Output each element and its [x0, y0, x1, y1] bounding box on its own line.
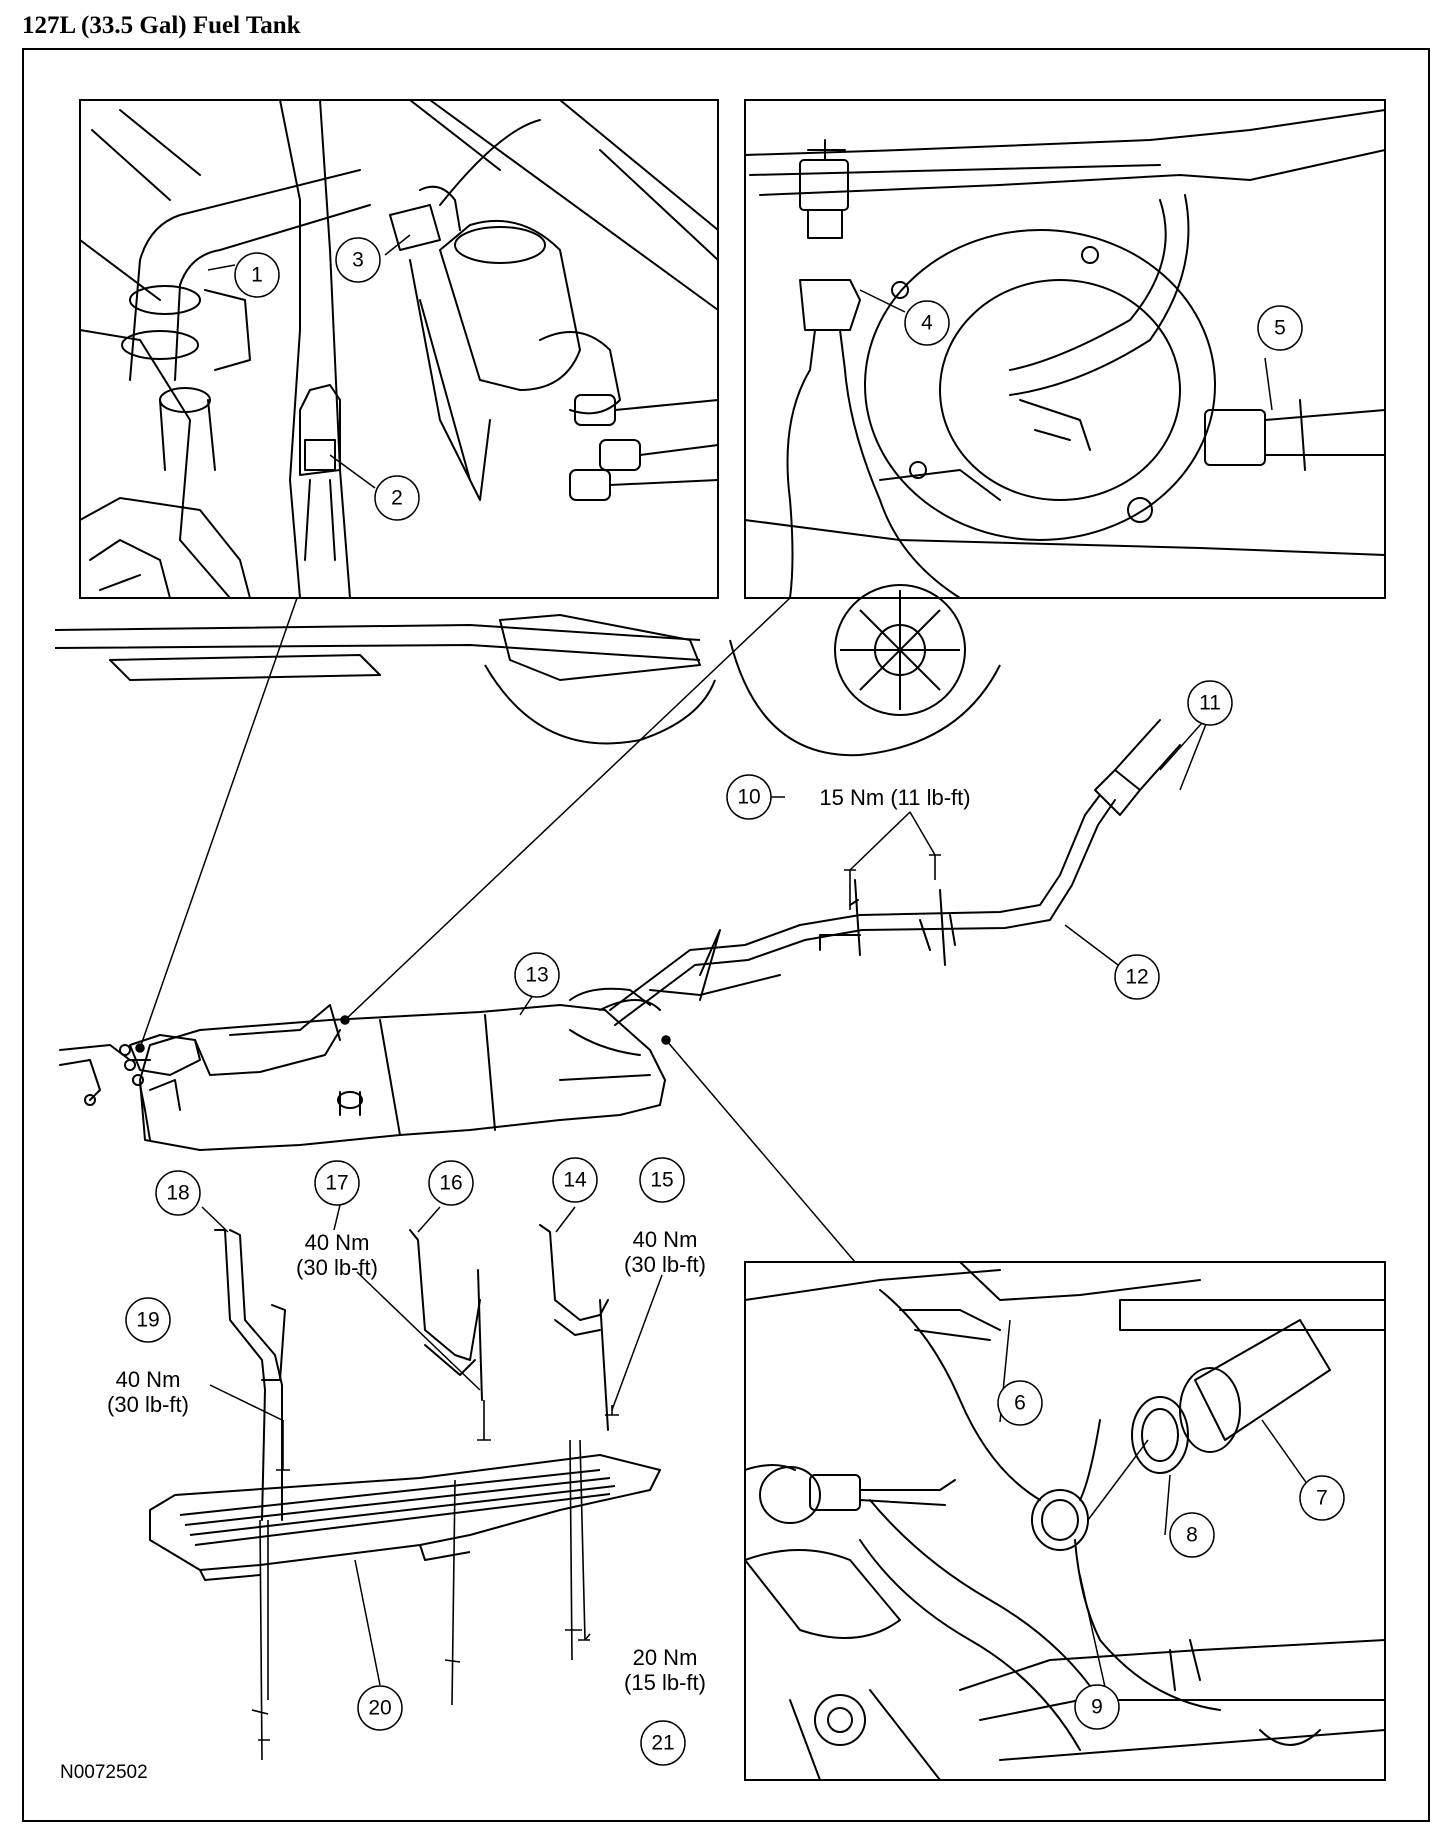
- callout-10: 10: [737, 786, 760, 809]
- callout-12: 12: [1125, 966, 1148, 989]
- callout-17: 17: [325, 1172, 348, 1195]
- fuel-tank: [59, 987, 666, 1151]
- callout-5: 5: [1274, 317, 1286, 340]
- callout-1: 1: [251, 264, 263, 287]
- callout-13: 13: [525, 964, 548, 987]
- callout-3: 3: [352, 249, 364, 272]
- callouts: [125, 237, 1345, 1766]
- page-title: 127L (33.5 Gal) Fuel Tank: [22, 12, 301, 39]
- torque-label-17-nm: 40 Nm: [305, 1230, 370, 1255]
- skid-plate: [149, 1454, 661, 1581]
- callout-7: 7: [1316, 1487, 1328, 1510]
- inset-top-right: [744, 99, 1386, 599]
- torque-label-19-lbft: (30 lb-ft): [107, 1392, 189, 1417]
- callout-8: 8: [1186, 1524, 1198, 1547]
- inset-top-left: [79, 99, 719, 599]
- callout-19: 19: [136, 1309, 159, 1332]
- figure-id: N0072502: [60, 1762, 148, 1783]
- torque-label-21-nm: 20 Nm: [633, 1645, 698, 1670]
- torque-label-21-lbft: (15 lb-ft): [624, 1670, 706, 1695]
- torque-label-15-nm: 40 Nm: [633, 1227, 698, 1252]
- callout-11: 11: [1199, 692, 1221, 715]
- callout-18: 18: [166, 1182, 189, 1205]
- callout-2: 2: [391, 487, 403, 510]
- torque-label-17-lbft: (30 lb-ft): [296, 1255, 378, 1280]
- diagram-frame: [22, 48, 1430, 1822]
- torque-label-10: 15 Nm (11 lb-ft): [819, 785, 970, 810]
- callout-4: 4: [921, 312, 933, 335]
- leader-lines: [135, 597, 1211, 1686]
- inset-bottom-right: [744, 1261, 1386, 1781]
- callout-20: 20: [368, 1697, 391, 1720]
- vehicle-frame: [54, 584, 1001, 757]
- callout-21: 21: [651, 1732, 674, 1755]
- torque-label-15-lbft: (30 lb-ft): [624, 1252, 706, 1277]
- filler-pipe: [609, 719, 1181, 1026]
- callout-9: 9: [1091, 1696, 1103, 1719]
- callout-6: 6: [1014, 1392, 1026, 1415]
- callout-16: 16: [439, 1172, 462, 1195]
- callout-14: 14: [563, 1169, 587, 1192]
- bolts: [251, 854, 941, 1761]
- callout-15: 15: [650, 1169, 673, 1192]
- torque-label-19-nm: 40 Nm: [116, 1367, 181, 1392]
